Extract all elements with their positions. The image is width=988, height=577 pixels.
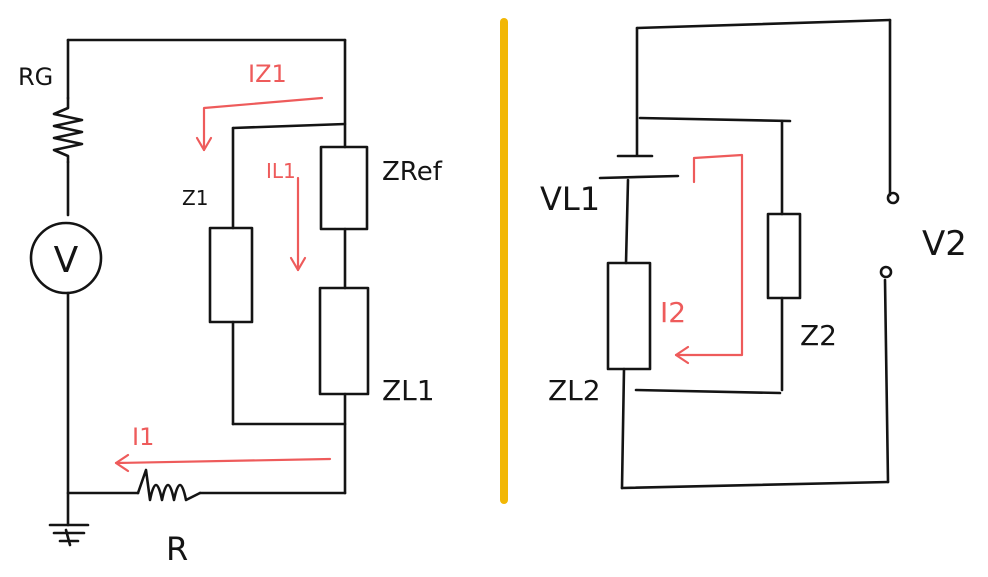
z2-label: Z2 [800,319,837,352]
z1-branch-wire-top [231,122,347,130]
il1-arrowhead [289,256,307,272]
zl2-label: ZL2 [548,374,601,407]
v2-terminal-top [886,191,900,205]
i1-arrow [114,457,332,465]
i1-label: I1 [132,423,154,451]
r-resistor [136,468,202,502]
i2-label: I2 [660,296,686,329]
r-label: R [166,530,188,568]
right-wire-bottom [620,480,890,490]
iz1-arrow [202,96,324,152]
zl1-impedance [318,286,370,396]
right-wire-right-outer-b [883,278,890,484]
i1-arrowhead [114,453,130,473]
v2-terminal-bottom [879,265,893,279]
zl2-impedance [606,261,652,371]
z1-impedance [208,226,254,324]
right-wire-top [635,18,892,30]
z1-label: Z1 [182,186,208,210]
voltage-source-label: V [54,240,79,281]
z2-impedance [766,212,802,300]
voltage-source-circle [29,221,103,295]
zl1-label: ZL1 [382,374,435,407]
battery-long-plate [598,174,680,180]
right-circuit [598,18,900,490]
rg-resistor [52,96,84,164]
il1-label: IL1 [266,159,296,183]
zref-label: ZRef [382,157,443,187]
inner-wire-top [638,116,792,123]
iz1-label: IZ1 [248,60,287,88]
left-circuit [29,38,370,547]
iz1-arrowhead [195,136,213,152]
v2-label: V2 [922,224,967,264]
vl1-label: VL1 [540,180,600,218]
right-wire-left-mid [624,178,630,265]
ground-icon [48,523,90,547]
right-wire-left-lower [620,367,626,490]
i2-arrowhead [674,345,690,365]
rg-label: RG [18,63,53,91]
inner-wire-bottom [634,388,782,395]
i2-loop-arrow [674,153,744,357]
zref-impedance [319,145,369,231]
